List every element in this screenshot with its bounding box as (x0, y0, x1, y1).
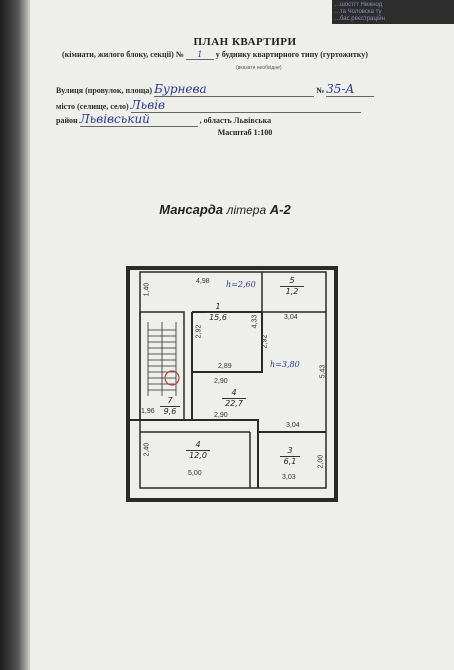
document-sheet (26, 0, 454, 670)
room-label-4b: 4 12,0 (186, 440, 210, 461)
dim-290-low: 2,90 (214, 412, 228, 419)
ceiling-height-note-2: h=3,80 (270, 360, 300, 369)
district-line: район Львівський , область Львівська (56, 112, 272, 127)
street-line: Вулиця (провулок, площа) Бурнева № 35-А (56, 82, 375, 97)
ceiling-height-note: h=2,60 (226, 280, 256, 289)
room-label-1: 1 15,6 (206, 302, 230, 323)
page-edge-shadow (0, 0, 30, 670)
dim-304-top: 3,04 (284, 314, 298, 321)
dim-140: 1,40 (143, 282, 151, 297)
dim-289: 2,89 (218, 363, 232, 370)
dim-498: 4,98 (196, 278, 210, 285)
dim-292-right: 2,92 (261, 334, 269, 349)
dim-500: 5,00 (188, 470, 202, 477)
subtitle-line: (кімнати, жилого блоку, секції) № 1 у бу… (62, 50, 368, 60)
city-line: місто (селище, село) Львів (56, 98, 361, 113)
room-label-3: 3 6,1 (280, 446, 300, 467)
wall-room-5 (262, 271, 327, 312)
dim-433: 4,33 (251, 314, 259, 329)
dim-292-left: 2,92 (195, 324, 203, 339)
dim-543: 5,43 (319, 364, 327, 379)
room-label-5: 5 1,2 (280, 276, 304, 297)
room-label-4: 4 22,7 (222, 388, 246, 409)
dim-303: 3,03 (282, 474, 296, 481)
document-title: ПЛАН КВАРТИРИ (193, 36, 297, 48)
outer-wall (126, 266, 338, 502)
dim-200: 2,00 (317, 454, 325, 469)
room-label-7: 7 9,6 (160, 396, 180, 417)
floor-title: Мансарда літера А-2 (159, 202, 291, 217)
dim-196: 1,96 (141, 408, 155, 415)
dim-304-low: 3,04 (286, 422, 300, 429)
dim-240: 2,40 (143, 442, 151, 457)
subtitle-note: (вказати необхідне) (236, 65, 282, 71)
wall-room-4 (191, 372, 259, 432)
handwritten-mark-icon (164, 370, 180, 386)
dim-290-mid: 2,90 (214, 378, 228, 385)
registration-stamp: ...шостгт Нижнод ...та Чоловска ту ...ба… (332, 0, 454, 24)
scale-label: Масштаб 1:100 (217, 128, 273, 137)
